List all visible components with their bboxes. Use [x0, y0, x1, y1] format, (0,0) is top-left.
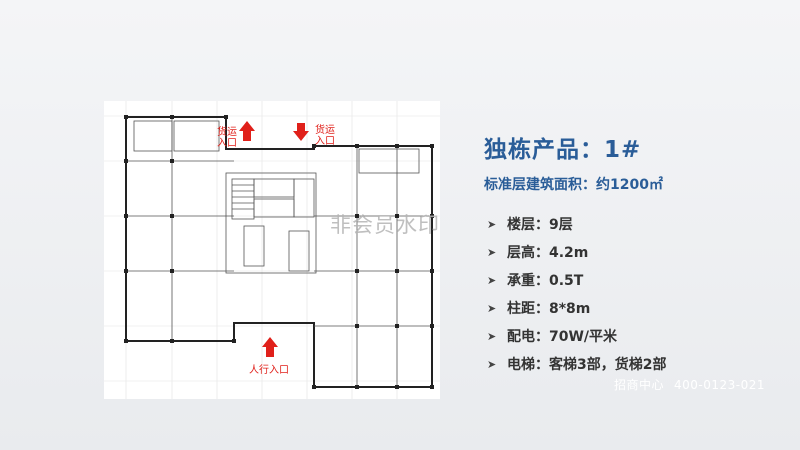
spec-item: ➤承重：0.5T	[487, 273, 584, 289]
pedestrian-entrance-label: 人行入口	[249, 365, 289, 376]
floor-plan-drawing	[104, 101, 440, 399]
watermark: 非会员水印	[330, 213, 440, 237]
product-subtitle: 标准层建筑面积：约1200㎡	[484, 177, 663, 193]
bullet-arrow-icon: ➤	[487, 246, 497, 259]
contact-label: 招商中心	[614, 378, 665, 392]
freight-entrance-left-label: 货运 入口	[217, 127, 237, 149]
contact-info: 招商中心 400-0123-021	[614, 376, 775, 393]
bullet-arrow-icon: ➤	[487, 274, 497, 287]
bullet-arrow-icon: ➤	[487, 302, 497, 315]
contact-phone: 400-0123-021	[674, 378, 766, 392]
spec-item: ➤楼层：9层	[487, 217, 573, 233]
spec-item: ➤电梯：客梯3部，货梯2部	[487, 357, 667, 373]
spec-item: ➤柱距：8*8m	[487, 301, 591, 317]
floor-plan: 货运 入口 货运 入口 人行入口	[104, 101, 440, 399]
freight-entrance-left-arrow-icon	[239, 121, 255, 141]
bullet-arrow-icon: ➤	[487, 218, 497, 231]
spec-list: ➤楼层：9层 ➤层高：4.2m ➤承重：0.5T ➤柱距：8*8m ➤配电：70…	[487, 211, 666, 379]
bullet-arrow-icon: ➤	[487, 330, 497, 343]
freight-entrance-right-label: 货运 入口	[315, 125, 335, 147]
bullet-arrow-icon: ➤	[487, 358, 497, 371]
freight-entrance-right-arrow-icon	[293, 123, 309, 141]
spec-item: ➤配电：70W/平米	[487, 329, 618, 345]
product-title: 独栋产品：1#	[484, 137, 642, 163]
spec-item: ➤层高：4.2m	[487, 245, 589, 261]
pedestrian-entrance-arrow-icon	[262, 337, 278, 357]
